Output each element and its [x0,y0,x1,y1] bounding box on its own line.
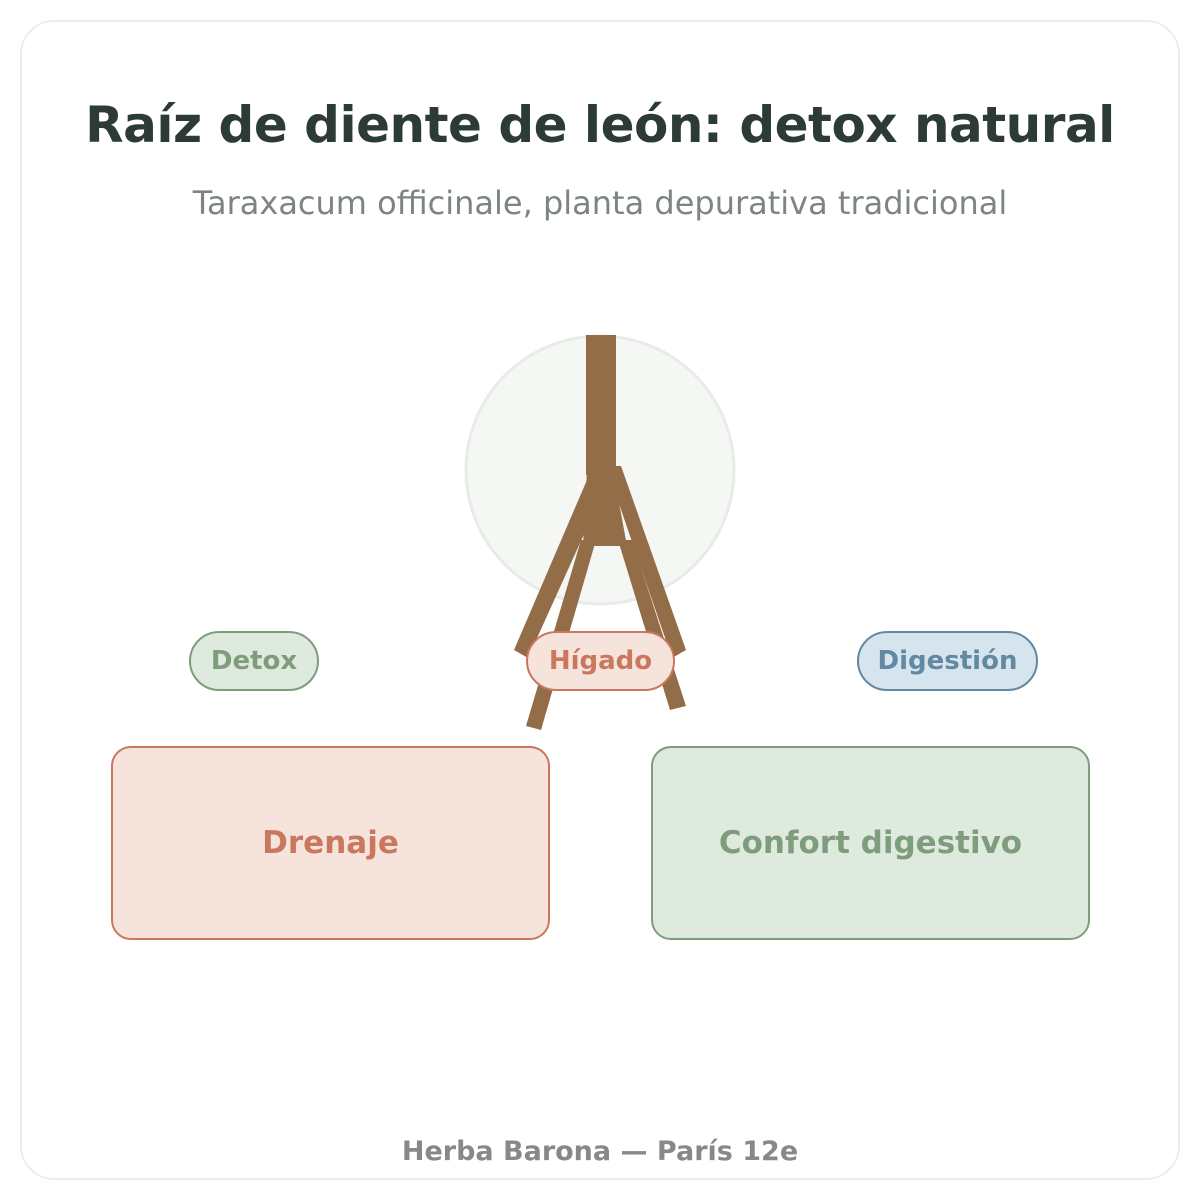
footer-brand: Herba Barona — París 12e [401,1136,799,1167]
page-subtitle: Taraxacum officinale, planta depurativa … [192,184,1008,222]
benefit-box-drenaje: Drenaje [111,746,550,940]
page-title: Raíz de diente de león: detox natural [85,96,1115,154]
root-branch-right [606,466,686,658]
root-branch-left [514,466,604,658]
root-taproot [586,335,616,475]
tag-detox: Detox [189,631,319,691]
benefit-box-confort-digestivo: Confort digestivo [651,746,1090,940]
tag-digestion: Digestión [857,631,1038,691]
tag-higado: Hígado [526,631,675,691]
